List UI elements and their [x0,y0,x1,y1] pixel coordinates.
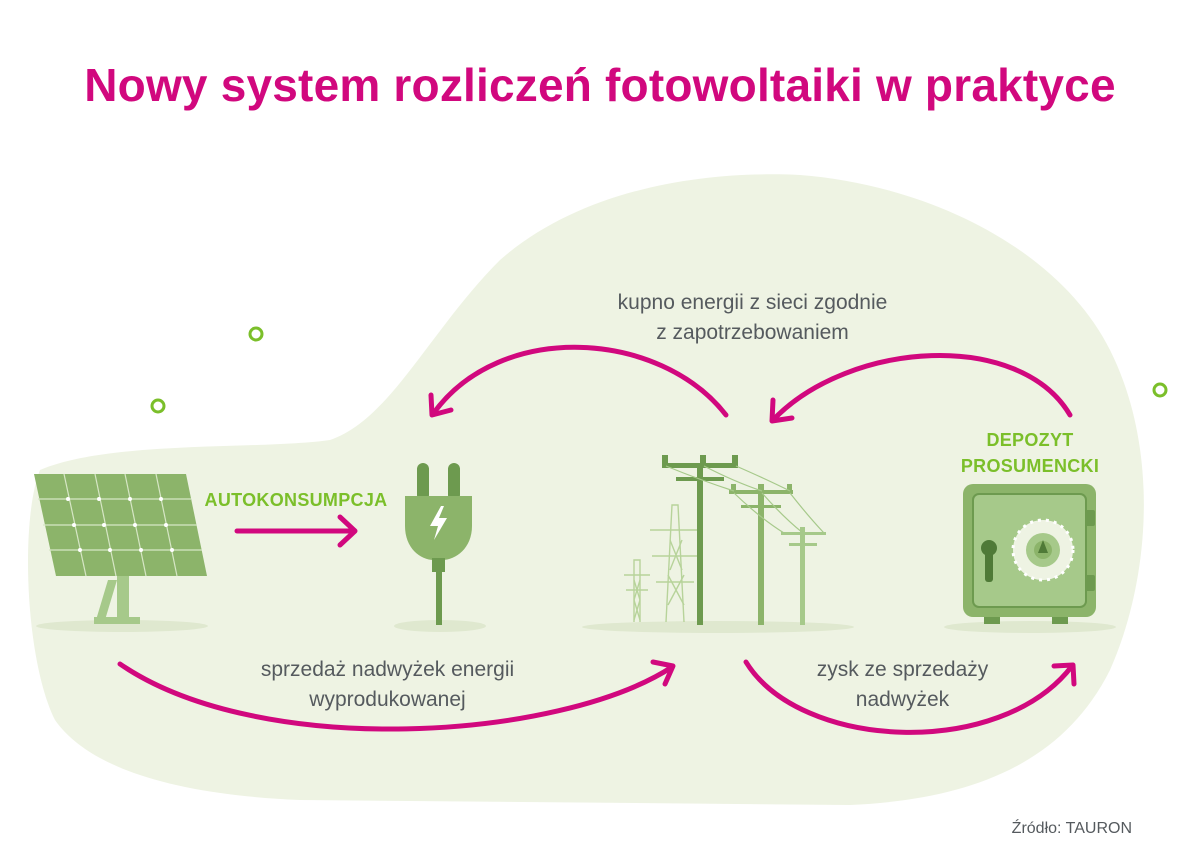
background-blob [27,174,1144,805]
label-depozyt-line1: DEPOZYT [986,430,1074,450]
decor-circle-3 [1152,382,1168,398]
arrow-safe-to-grid [770,353,1073,423]
label-depozyt: DEPOZYT PROSUMENCKI [940,427,1120,479]
label-autokonsumpcja-text: AUTOKONSUMPCJA [204,490,388,510]
label-sprzedaz-line1: sprzedaż nadwyżek energii [260,658,515,681]
label-zysk-line2: nadwyżek [855,688,950,711]
label-zysk: zysk ze sprzedaży nadwyżek [790,655,1015,715]
arrow-grid-to-plug [430,344,729,418]
power-lines-icon [624,455,826,625]
shadow-safe [944,621,1116,633]
label-sprzedaz-line2: wyprodukowanej [309,688,466,711]
label-autokonsumpcja: AUTOKONSUMPCJA [200,487,392,513]
arrow-grid-to-safe [743,659,1075,735]
decor-circle-1 [248,326,264,342]
shadow-solar [36,620,208,632]
shadow-lines [582,621,854,633]
label-kupno-line1: kupno energii z sieci zgodnie [617,291,888,314]
label-kupno: kupno energii z sieci zgodnie z zapotrze… [580,288,925,348]
solar-panel-icon [34,473,207,624]
label-kupno-line2: z zapotrzebowaniem [656,321,849,344]
arrows [117,344,1077,735]
page-title: Nowy system rozliczeń fotowoltaiki w pra… [84,59,1116,111]
shadow-plug [394,620,486,632]
label-zysk-line1: zysk ze sprzedaży [816,658,989,681]
label-depozyt-line2: PROSUMENCKI [960,456,1100,476]
arrow-solar-to-grid [117,661,675,732]
safe-icon [963,484,1096,624]
source-note: Źródło: TAURON [1011,820,1132,837]
plug-icon [405,463,472,625]
label-sprzedaz: sprzedaż nadwyżek energii wyprodukowanej [230,655,545,715]
decor-circle-2 [150,398,166,414]
